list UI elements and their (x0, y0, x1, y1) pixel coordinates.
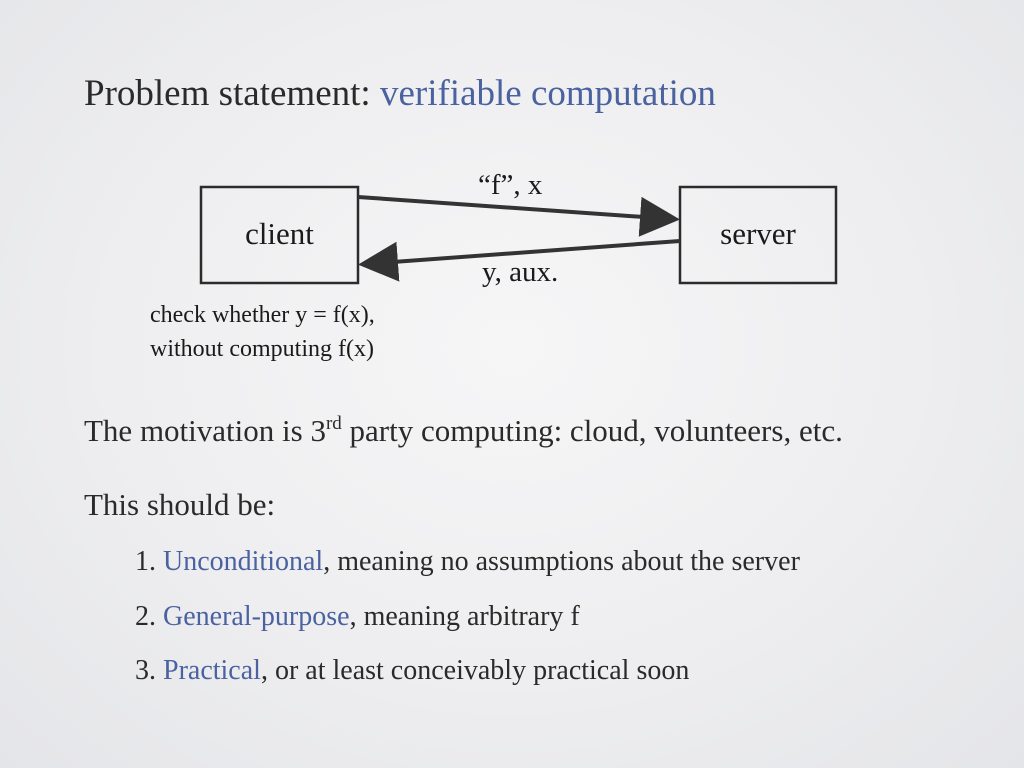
requirement-item-2: 2. General-purpose, meaning arbitrary f (135, 599, 580, 635)
motivation-text: The motivation is 3rd party computing: c… (84, 411, 843, 451)
response-label: y, aux. (482, 256, 559, 288)
motivation-before: The motivation is 3 (84, 413, 326, 448)
item-term: General-purpose (163, 601, 350, 632)
motivation-after: party computing: cloud, volunteers, etc. (341, 413, 843, 448)
client-server-diagram (199, 185, 838, 285)
server-label: server (720, 216, 796, 251)
item-description: , meaning arbitrary f (349, 601, 580, 632)
requirements-intro: This should be: (84, 487, 276, 522)
response-arrow (358, 239, 681, 282)
item-number: 1. (135, 546, 163, 577)
request-arrow (357, 195, 680, 237)
note-line-2: without computing f(x) (150, 336, 374, 362)
server-box (678, 185, 838, 285)
title-highlight: verifiable computation (379, 73, 716, 114)
motivation-superscript: rd (325, 413, 342, 434)
requirement-item-1: 1. Unconditional, meaning no assumptions… (135, 544, 800, 580)
item-description: , meaning no assumptions about the serve… (323, 546, 800, 577)
item-term: Unconditional (163, 546, 324, 577)
item-number: 3. (135, 655, 163, 686)
item-description: , or at least conceivably practical soon (260, 655, 690, 686)
item-number: 2. (135, 601, 163, 632)
item-term: Practical (163, 655, 261, 686)
request-label: “f”, x (478, 169, 543, 201)
client-label: client (245, 216, 314, 251)
requirement-item-3: 3. Practical, or at least conceivably pr… (135, 653, 689, 689)
client-box (199, 185, 360, 285)
slide-title: Problem statement: verifiable computatio… (84, 70, 716, 118)
title-prefix: Problem statement: (84, 73, 380, 114)
note-line-1: check whether y = f(x), (150, 302, 375, 328)
